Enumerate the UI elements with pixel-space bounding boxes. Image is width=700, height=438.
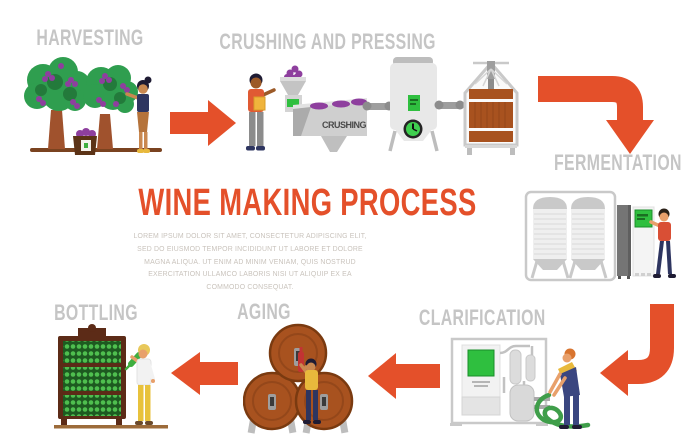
wine-barrels-icon <box>243 323 354 431</box>
filtration-machine-icon <box>450 337 550 426</box>
fermentation-illustration <box>524 190 676 282</box>
winemaker-figure <box>246 73 276 151</box>
control-panel-icon <box>632 206 655 277</box>
grape-tree-icon <box>24 57 90 149</box>
hose-icon <box>534 392 591 429</box>
pipe-icon <box>362 101 394 111</box>
bottling-worker-figure <box>124 344 155 425</box>
clarification-illustration <box>450 337 591 429</box>
step-label-crushing: CRUSHING AND PRESSING <box>219 29 436 54</box>
harvest-worker-figure <box>125 76 152 153</box>
arrow-left-icon <box>171 352 238 395</box>
bottling-illustration <box>54 324 168 429</box>
crusher-machine-label: CRUSHING <box>322 120 367 130</box>
crushing-pressing-illustration: CRUSHING <box>246 57 519 155</box>
grape-tree-icon <box>83 65 138 149</box>
fermentation-worker-figure <box>649 208 676 278</box>
pipe-icon <box>434 100 465 110</box>
wine-press-icon <box>463 60 519 155</box>
bottle-cabinet-icon <box>58 324 126 425</box>
cellar-worker-figure <box>298 347 321 424</box>
arrow-down-left-icon <box>600 304 674 396</box>
step-label-clarification: CLARIFICATION <box>418 305 546 330</box>
step-label-fermentation: FERMENTATION <box>554 150 682 175</box>
control-cabinet-icon <box>617 205 631 279</box>
crusher-machine-icon: CRUSHING <box>280 65 367 152</box>
step-label-bottling: BOTTLING <box>54 300 138 325</box>
clarification-worker-figure <box>548 348 582 429</box>
arrow-right-down-icon <box>538 76 654 154</box>
aging-illustration <box>243 323 354 434</box>
fermentation-tanks-icon <box>524 190 617 282</box>
arrow-left-icon <box>368 353 440 399</box>
page-title: WINE MAKING PROCESS <box>138 182 477 224</box>
arrow-right-icon <box>170 100 236 146</box>
step-label-harvesting: HARVESTING <box>36 25 144 50</box>
wine-tank-icon <box>388 57 439 152</box>
grape-basket-icon <box>73 128 97 155</box>
harvesting-illustration <box>24 57 162 155</box>
description-text: Lorem ipsum dolor sit amet, consectetur … <box>133 231 367 291</box>
step-label-aging: AGING <box>237 299 291 324</box>
